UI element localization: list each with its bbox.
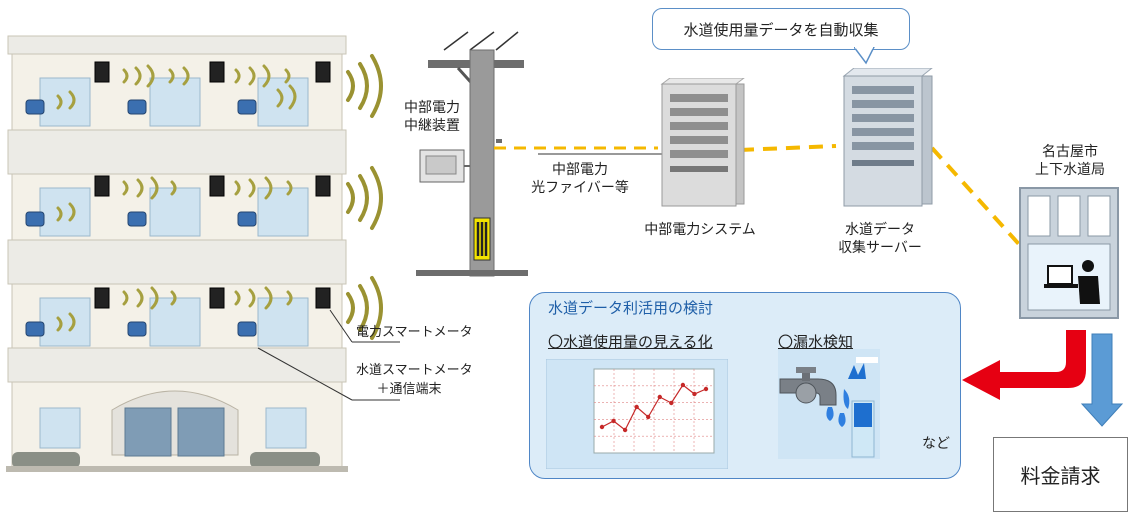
chart-point xyxy=(634,404,639,410)
blue-arrow-to-billing xyxy=(1080,333,1124,427)
chart-point xyxy=(680,382,686,388)
bureau-label-line1: 名古屋市 xyxy=(1042,144,1098,160)
usage-line xyxy=(601,384,707,431)
comm-terminal-label: ＋通信端末 xyxy=(376,382,442,397)
callout-pointer xyxy=(854,47,875,65)
chart-point xyxy=(599,424,605,430)
leak-heading: 〇漏水検知 xyxy=(778,333,854,351)
server-label-line2: 収集サーバー xyxy=(838,240,922,256)
water-bureau-building-icon xyxy=(1019,187,1119,319)
chubu-system-server-icon xyxy=(660,78,745,207)
data-utilization-panel: 水道データ利活用の検討 〇水道使用量の見える化 〇漏水検知 など xyxy=(529,292,961,479)
callout-text: 水道使用量データを自動収集 xyxy=(683,20,879,39)
pole-label-line1: 中部電力 xyxy=(404,100,460,116)
billing-label: 料金請求 xyxy=(1020,464,1101,488)
bureau-label-line2: 上下水道局 xyxy=(1035,162,1105,178)
fiber-label-line2: 光ファイバー等 xyxy=(531,180,629,196)
chart-point xyxy=(703,386,709,392)
etc-label: など xyxy=(922,436,950,452)
pole-label-line2: 中継装置 xyxy=(404,118,460,134)
server-label-line1: 水道データ xyxy=(845,222,915,238)
panel-title: 水道データ利活用の検討 xyxy=(548,299,714,317)
utility-pole xyxy=(416,31,528,277)
auto-collect-callout: 水道使用量データを自動収集 xyxy=(652,8,910,50)
faucet-leak-icon xyxy=(778,349,880,459)
water-meter-label: 水道スマートメータ xyxy=(356,363,473,378)
chart-point xyxy=(669,400,674,406)
chart-point xyxy=(657,394,662,400)
chart-point xyxy=(692,391,697,397)
chart-point xyxy=(622,427,628,433)
chart-point xyxy=(646,414,651,420)
fiber-label-line1: 中部電力 xyxy=(552,162,608,178)
visualize-heading: 〇水道使用量の見える化 xyxy=(548,333,713,351)
water-data-server-icon xyxy=(842,68,933,207)
apartment-building xyxy=(6,35,400,472)
red-arrow-to-panel xyxy=(962,330,1086,400)
chart-point xyxy=(611,418,616,424)
electric-meter-label: 電力スマートメータ xyxy=(356,325,473,340)
usage-mini-chart xyxy=(546,359,728,469)
system-label: 中部電力システム xyxy=(644,222,756,238)
billing-box: 料金請求 xyxy=(993,437,1128,512)
